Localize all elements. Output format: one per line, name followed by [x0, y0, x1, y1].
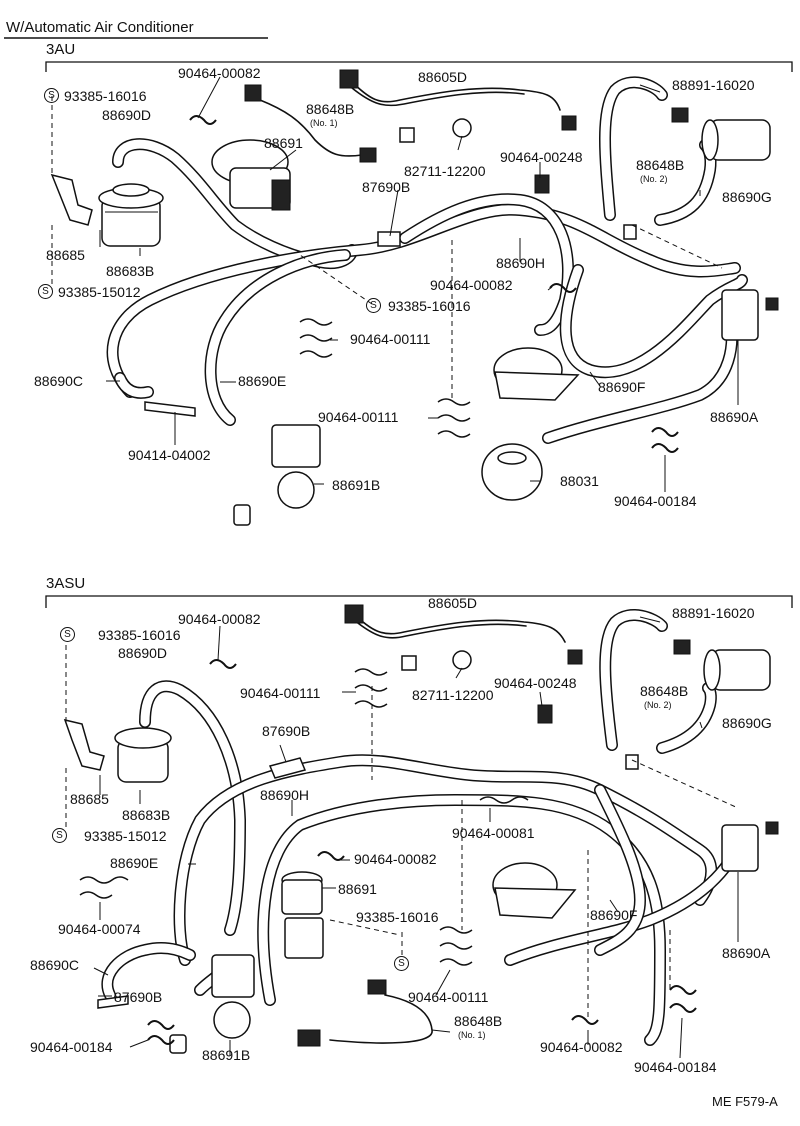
part-note: (No. 2)	[644, 700, 672, 710]
part-label: 88690C	[34, 373, 84, 389]
part-label: 90464-00184	[634, 1059, 717, 1075]
part-label: 90464-00248	[494, 675, 577, 691]
part-label: 88690D	[118, 645, 168, 661]
dashed-leaders-3au	[51, 96, 723, 400]
part-label: 88690A	[710, 409, 759, 425]
part-label: 88691	[338, 881, 377, 897]
part-label: 88683B	[106, 263, 155, 279]
part-label: 90464-00248	[500, 149, 583, 165]
page-title: W/Automatic Air Conditioner	[6, 19, 194, 36]
standard-part-symbol: S	[52, 828, 67, 843]
section-bracket-3asu	[45, 595, 793, 608]
part-label: 88690H	[260, 787, 310, 803]
parts-3asu	[63, 604, 779, 1054]
part-label: 88605D	[428, 595, 478, 611]
part-label: 88648B	[636, 157, 685, 173]
part-label: 93385-16016	[64, 88, 147, 104]
section-label-3asu: 3ASU	[46, 575, 86, 592]
standard-part-symbol: S	[38, 284, 53, 299]
part-label: 93385-15012	[58, 284, 141, 300]
part-label: 82711-12200	[412, 687, 494, 703]
part-label: 93385-16016	[388, 298, 471, 314]
part-label: 88031	[560, 473, 599, 489]
standard-part-symbol: S	[60, 627, 75, 642]
part-label: 88690F	[590, 907, 638, 923]
part-label: 88690H	[496, 255, 546, 271]
part-label: 88690E	[238, 373, 287, 389]
dashed-leaders-3asu	[65, 645, 739, 1020]
part-label: 90464-00082	[430, 277, 513, 293]
part-label: 90414-04002	[128, 447, 211, 463]
section-bracket-3au	[45, 61, 793, 72]
part-label: 88691B	[202, 1047, 251, 1063]
standard-part-symbol: S	[366, 298, 381, 313]
part-label: 88648B	[454, 1013, 503, 1029]
part-label: 90464-00184	[30, 1039, 113, 1055]
part-label: 88891-16020	[672, 605, 755, 621]
part-label: 88683B	[122, 807, 171, 823]
part-label: 88690F	[598, 379, 646, 395]
part-label: 90464-00111	[318, 409, 399, 425]
parts-3au	[50, 69, 779, 526]
part-label: 90464-00082	[178, 611, 261, 627]
part-label: 90464-00111	[350, 331, 431, 347]
part-label: 90464-00082	[178, 65, 261, 81]
part-label: 88690E	[110, 855, 159, 871]
leaders-3asu	[93, 616, 739, 1059]
part-label: 90464-00081	[452, 825, 535, 841]
part-label: 88648B	[640, 683, 689, 699]
part-label: 88685	[46, 247, 85, 263]
part-label: 88690A	[722, 945, 771, 961]
part-label: 90464-00111	[408, 989, 489, 1005]
part-label: 88690D	[102, 107, 152, 123]
part-label: 93385-16016	[356, 909, 439, 925]
standard-part-symbol: S	[394, 956, 409, 971]
part-label: 87690B	[262, 723, 311, 739]
part-label: 88605D	[418, 69, 468, 85]
figure-reference: ME F579-A	[712, 1094, 778, 1109]
part-label: 88691B	[332, 477, 381, 493]
hoses-3asu	[101, 609, 746, 1046]
part-label: 88891-16020	[672, 77, 755, 93]
hoses-3au	[106, 76, 748, 444]
part-label: 90464-00184	[614, 493, 697, 509]
part-label: 90464-00082	[540, 1039, 623, 1055]
part-label: 93385-15012	[84, 828, 167, 844]
standard-part-symbol: S	[44, 88, 59, 103]
part-label: 82711-12200	[404, 163, 486, 179]
part-label: 93385-16016	[98, 627, 181, 643]
part-note: (No. 2)	[640, 174, 668, 184]
part-label: 90464-00111	[240, 685, 321, 701]
part-label: 88648B	[306, 101, 355, 117]
part-label: 90464-00082	[354, 851, 437, 867]
part-label: 87690B	[362, 179, 411, 195]
part-label: 90464-00074	[58, 921, 141, 937]
part-label: 88685	[70, 791, 109, 807]
part-label: 87690B	[114, 989, 163, 1005]
leaders-3au	[99, 76, 739, 492]
part-label: 88690G	[722, 715, 772, 731]
section-label-3au: 3AU	[46, 41, 76, 58]
part-label: 88690C	[30, 957, 80, 973]
part-label: 88691	[264, 135, 303, 151]
part-label: 88690G	[722, 189, 772, 205]
part-note: (No. 1)	[310, 118, 338, 128]
part-note: (No. 1)	[458, 1030, 486, 1040]
